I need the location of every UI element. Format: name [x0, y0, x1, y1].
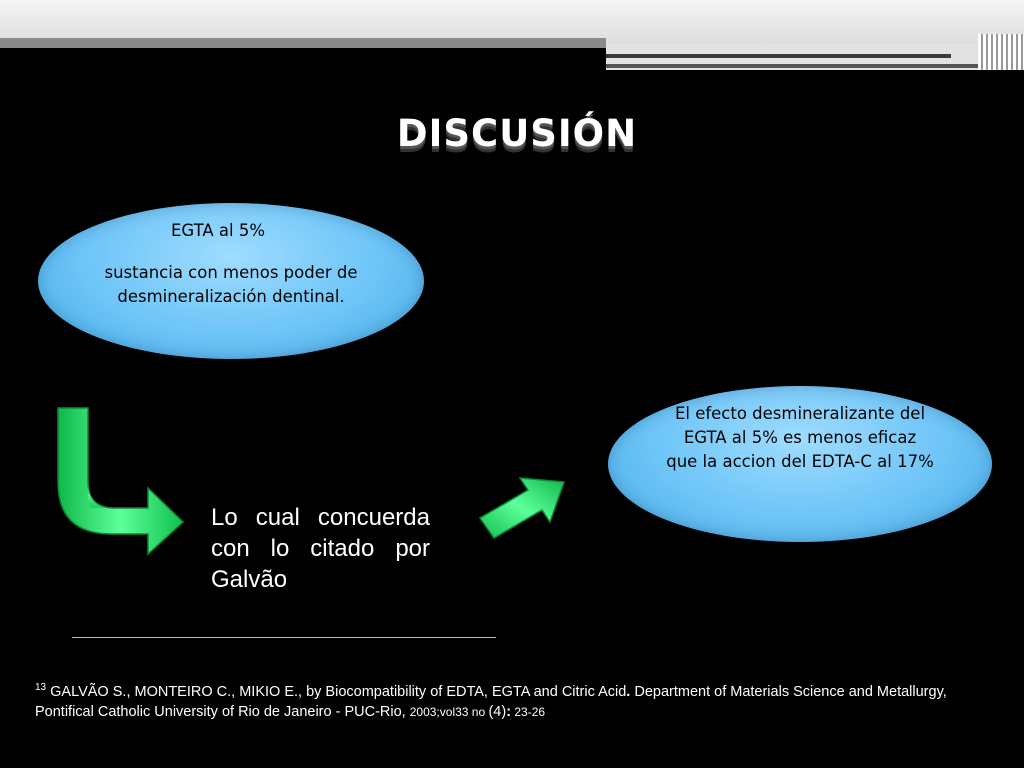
footnote-issue: (4) [488, 703, 507, 720]
top-gray-strip [0, 38, 606, 48]
oval-gap [38, 243, 424, 261]
footnote-bold-dot: . [626, 683, 631, 700]
footnote-text-part1: GALVÃO S., MONTEIRO C., MIKIO E., by Bio… [46, 683, 627, 700]
bent-arrow-icon [57, 407, 185, 556]
footnote-pages: 23-26 [511, 704, 546, 719]
footnote-divider [72, 637, 496, 638]
footnote-colon: : [506, 703, 512, 720]
footnote-number: 13 [35, 682, 47, 693]
top-stripes-decoration [978, 34, 1024, 70]
oval-egta-body: sustancia con menos poder de desminerali… [104, 263, 358, 306]
slide-title: DISCUSIÓN [396, 112, 638, 155]
top-right-line [606, 54, 951, 58]
diagonal-arrow-icon [478, 477, 566, 539]
footnote-year-volume: 2003;vol33 [409, 704, 469, 719]
middle-statement: Lo cual concuerda con lo citado por Galv… [211, 504, 430, 593]
footnote-no-label: no [468, 704, 489, 719]
top-right-line [606, 64, 996, 68]
footnote-text-part2: Department of Materials Science and Meta… [35, 683, 947, 720]
oval-egta-heading: EGTA al 5% [170, 221, 266, 240]
oval-conclusion: El efecto desmineralizante del EGTA al 5… [608, 386, 992, 542]
footnote-reference: 13 GALVÃO S., MONTEIRO C., MIKIO E., by … [35, 678, 985, 722]
oval-egta: EGTA al 5% sustancia con menos poder de … [38, 203, 424, 359]
